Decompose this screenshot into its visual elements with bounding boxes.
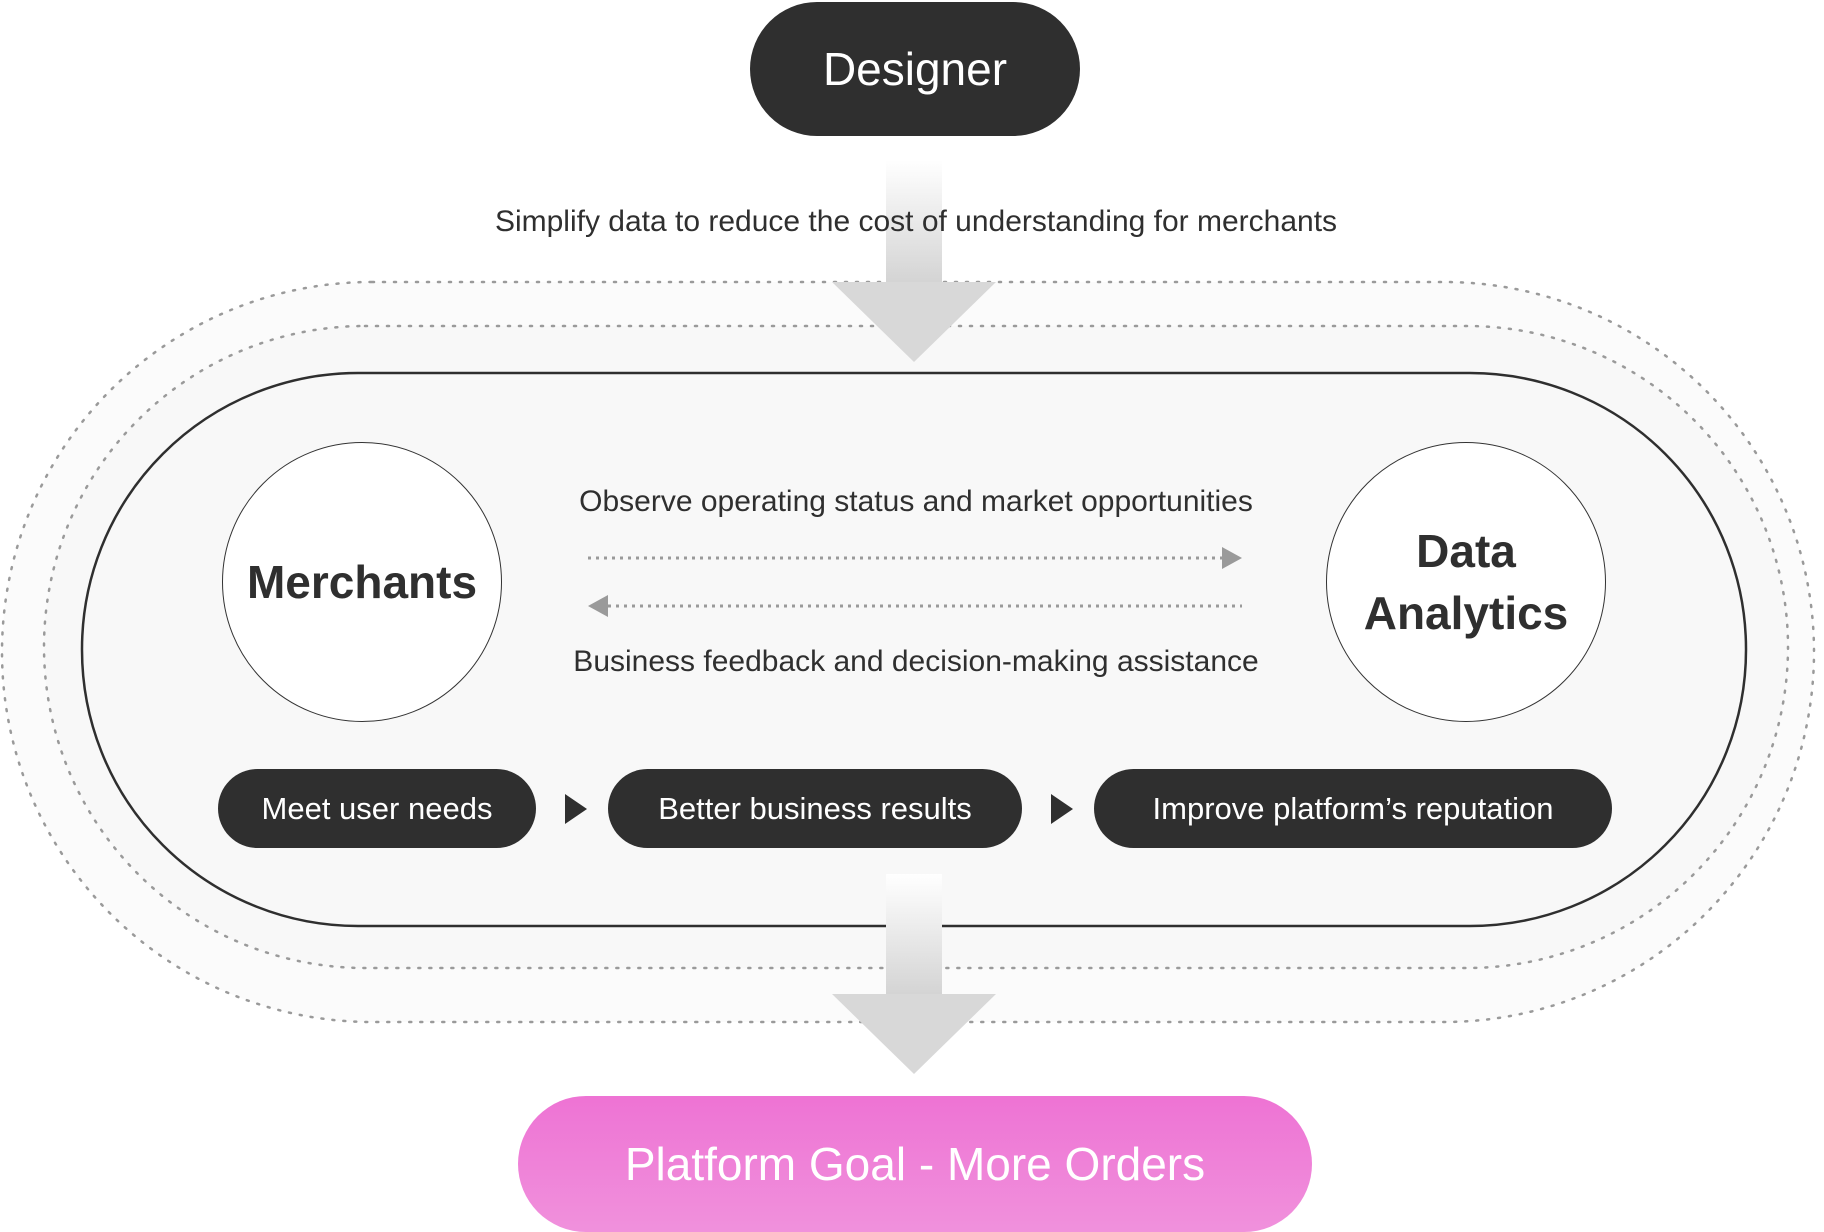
data-analytics-node: Data Analytics	[1326, 442, 1606, 722]
merchants-node: Merchants	[222, 442, 502, 722]
step-arrow-2	[1051, 794, 1073, 824]
designer-down-arrow	[832, 160, 996, 362]
designer-node: Designer	[750, 2, 1080, 136]
observe-edge-label: Observe operating status and market oppo…	[579, 485, 1253, 518]
feedback-arrow	[588, 595, 1242, 617]
step-meet-user-needs: Meet user needs	[218, 769, 536, 848]
data-analytics-label-line1: Data	[1416, 524, 1516, 577]
step-label: Meet user needs	[261, 790, 493, 826]
platform-goal-node: Platform Goal - More Orders	[518, 1096, 1312, 1232]
designer-label: Designer	[822, 43, 1008, 95]
merchants-label: Merchants	[246, 555, 478, 608]
observe-arrow	[588, 547, 1242, 569]
platform-goal-label: Platform Goal - More Orders	[624, 1138, 1206, 1190]
step-better-business-results: Better business results	[608, 769, 1022, 848]
step-label: Better business results	[658, 790, 972, 826]
feedback-edge-label: Business feedback and decision-making as…	[573, 645, 1259, 678]
designer-edge-label: Simplify data to reduce the cost of unde…	[494, 205, 1338, 238]
step-arrow-1	[565, 794, 587, 824]
step-label: Improve platform’s reputation	[1152, 790, 1554, 826]
step-improve-reputation: Improve platform’s reputation	[1094, 769, 1612, 848]
goal-down-arrow	[832, 874, 996, 1074]
data-analytics-label-line2: Analytics	[1363, 587, 1569, 639]
